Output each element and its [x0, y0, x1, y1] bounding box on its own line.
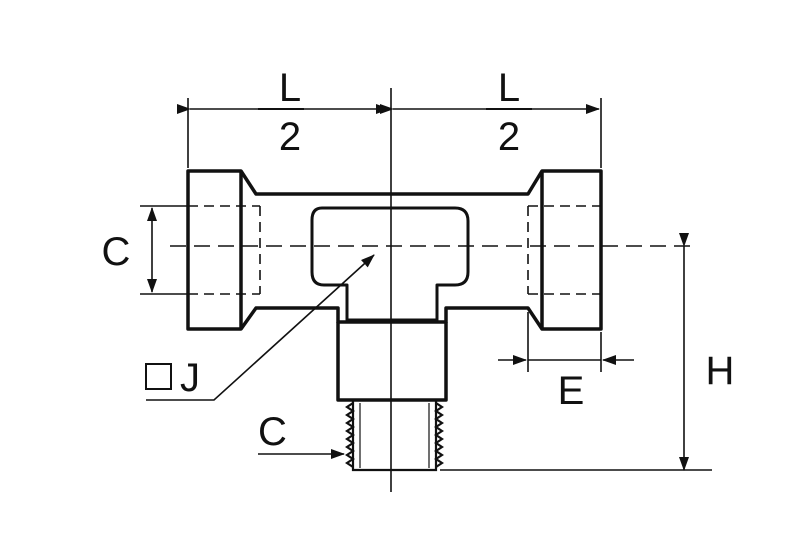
dimension-half-length-right: L 2 [380, 66, 602, 168]
square-symbol [145, 363, 172, 390]
dimension-height: H [440, 233, 735, 471]
thread-teeth-right [434, 402, 444, 468]
socket-depth-label: E [558, 369, 585, 413]
bore-diameter-label: C [102, 230, 131, 274]
hex-size-label: J [180, 356, 200, 400]
internal-cavity [310, 206, 470, 322]
fitting-body [186, 169, 603, 402]
dimension-half-length-left: L 2 [177, 66, 390, 168]
thread-size-label: C [258, 410, 287, 454]
half-length-left-denominator: 2 [279, 115, 301, 159]
thread-teeth-left [345, 402, 355, 468]
centerlines [170, 88, 698, 492]
threaded-end [345, 400, 444, 472]
height-label: H [706, 349, 735, 393]
dimension-socket-depth: E [498, 312, 634, 413]
body-outline [186, 169, 603, 331]
branch-port [336, 322, 448, 402]
half-length-right-numerator: L [498, 66, 520, 110]
half-length-left-numerator: L [279, 66, 301, 110]
thread-outline [351, 400, 438, 472]
hidden-bores [188, 205, 601, 295]
half-length-right-denominator: 2 [498, 115, 520, 159]
dimension-bore-diameter: C [102, 205, 188, 295]
thread-size-callout: C [258, 410, 345, 459]
hex-size-callout: J [145, 254, 375, 401]
